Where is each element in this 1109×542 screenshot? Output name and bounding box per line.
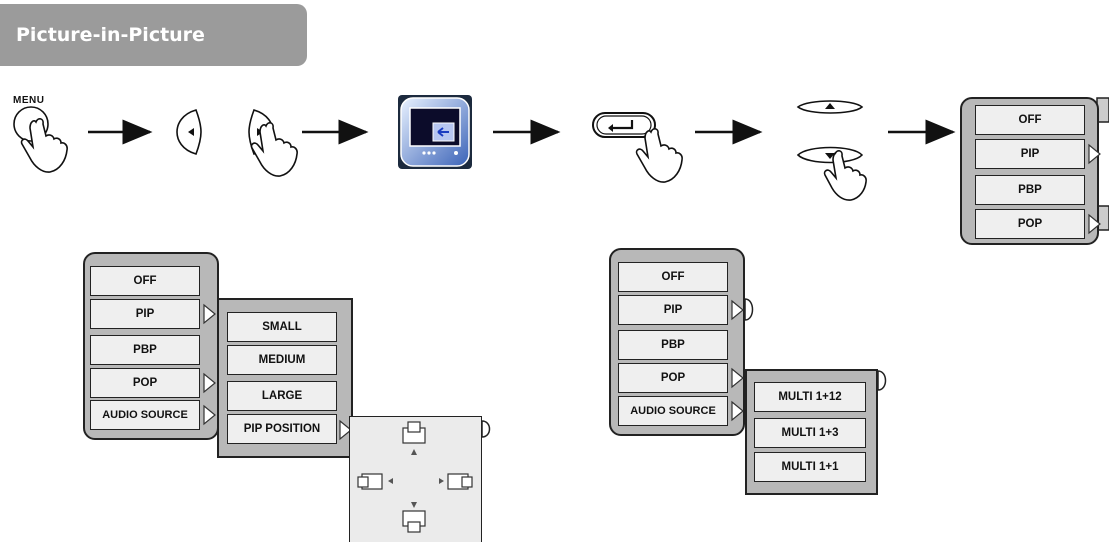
menu-item-pop[interactable]: POP (975, 209, 1085, 239)
submenu-arrow-icon (1088, 143, 1101, 165)
menu-item-pip[interactable]: PIP (975, 139, 1085, 169)
menu-item-pip[interactable]: PIP (618, 295, 728, 325)
menu-item-pip-position[interactable]: PIP POSITION (227, 414, 337, 444)
menu-item-off[interactable]: OFF (975, 105, 1085, 135)
submenu-arrow-icon (731, 299, 744, 321)
menu-item-multi-1-3[interactable]: MULTI 1+3 (754, 418, 866, 448)
menu-item-off[interactable]: OFF (90, 266, 200, 296)
submenu-arrow-icon (203, 303, 216, 325)
menu-item-pbp[interactable]: PBP (90, 335, 200, 365)
submenu-arrow-icon (731, 400, 744, 422)
menu-item-multi-1-12[interactable]: MULTI 1+12 (754, 382, 866, 412)
menu-item-pbp[interactable]: PBP (618, 330, 728, 360)
section-title: Picture-in-Picture (16, 24, 205, 46)
position-top-icon (402, 421, 426, 455)
menu-item-pip[interactable]: PIP (90, 299, 200, 329)
menu-item-large[interactable]: LARGE (227, 381, 337, 411)
pip-menu-icon (398, 95, 472, 169)
right-button-press-icon (248, 109, 298, 177)
section-title-tab (0, 4, 307, 66)
position-bottom-icon (402, 502, 426, 533)
position-right-icon (439, 473, 473, 490)
submenu-arrow-icon (339, 419, 352, 441)
menu-item-small[interactable]: SMALL (227, 312, 337, 342)
submenu-arrow-icon (203, 404, 216, 426)
menu-item-audio-source[interactable]: AUDIO SOURCE (90, 400, 200, 430)
menu-label: MENU (13, 95, 45, 106)
menu-item-audio-source[interactable]: AUDIO SOURCE (618, 396, 728, 426)
submenu-arrow-icon (203, 372, 216, 394)
menu-item-medium[interactable]: MEDIUM (227, 345, 337, 375)
menu-button-press-icon (13, 106, 68, 173)
menu-item-multi-1-1[interactable]: MULTI 1+1 (754, 452, 866, 482)
menu-item-pbp[interactable]: PBP (975, 175, 1085, 205)
up-down-buttons-press-icon (796, 100, 867, 201)
menu-item-off[interactable]: OFF (618, 262, 728, 292)
left-button-icon (176, 109, 202, 155)
position-left-icon (357, 473, 393, 490)
submenu-arrow-icon (1088, 213, 1101, 235)
menu-item-pop[interactable]: POP (90, 368, 200, 398)
menu-item-pop[interactable]: POP (618, 363, 728, 393)
enter-button-press-icon (592, 112, 683, 183)
submenu-arrow-icon (731, 367, 744, 389)
